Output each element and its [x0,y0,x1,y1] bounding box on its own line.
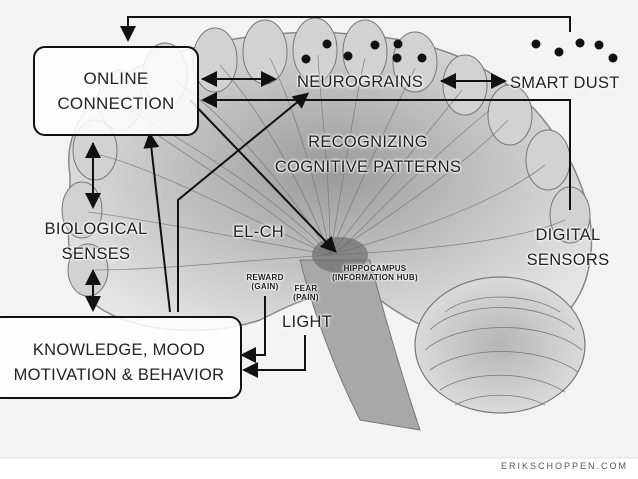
online-label-line2: CONNECTION [57,94,175,113]
digital-line1: DIGITAL [535,226,601,244]
hippocampus-line2: (INFORMATION HUB) [332,273,418,282]
el-ch-label: EL-CH [233,223,285,241]
hippocampus-label: HIPPOCAMPUS (INFORMATION HUB) [330,264,420,282]
biological-senses-label: BIOLOGICAL SENSES [38,217,154,267]
knowledge-line2: MOTIVATION & BEHAVIOR [13,366,225,384]
digital-line2: SENSORS [526,251,610,269]
cerebellum [414,276,586,414]
smart-dust-dots [531,38,618,63]
smart-dust-label: SMART DUST [510,74,620,92]
reward-line2: (GAIN) [251,282,279,291]
neurograin-dots [301,39,427,64]
recognizing-line1: RECOGNIZING [308,133,428,151]
biological-line2: SENSES [61,245,131,263]
neurograins-label: NEUROGRAINS [297,73,424,91]
knowledge-box [0,316,242,399]
fear-line1: FEAR [294,284,318,293]
reward-label: REWARD (GAIN) [241,273,289,291]
fear-line2: (PAIN) [293,293,319,302]
knowledge-label: KNOWLEDGE, MOOD MOTIVATION & BEHAVIOR [6,338,232,388]
recognizing-line2: COGNITIVE PATTERNS [274,158,462,176]
fear-label: FEAR (PAIN) [288,284,324,302]
reward-line1: REWARD [246,273,284,282]
biological-line1: BIOLOGICAL [44,220,148,238]
online-label-line1: ONLINE [83,69,149,88]
light-label: LIGHT [282,313,333,331]
hippocampus-line1: HIPPOCAMPUS [343,264,407,273]
knowledge-line1: KNOWLEDGE, MOOD [32,341,206,359]
online-connection-box [33,46,199,136]
digital-sensors-label: DIGITAL SENSORS [522,223,614,273]
footer-credit: ERIKSCHOPPEN.COM [500,461,628,471]
recognizing-label: RECOGNIZING COGNITIVE PATTERNS [270,130,466,180]
connection-arrows [85,16,571,378]
online-connection-label: ONLINE CONNECTION [48,66,184,116]
